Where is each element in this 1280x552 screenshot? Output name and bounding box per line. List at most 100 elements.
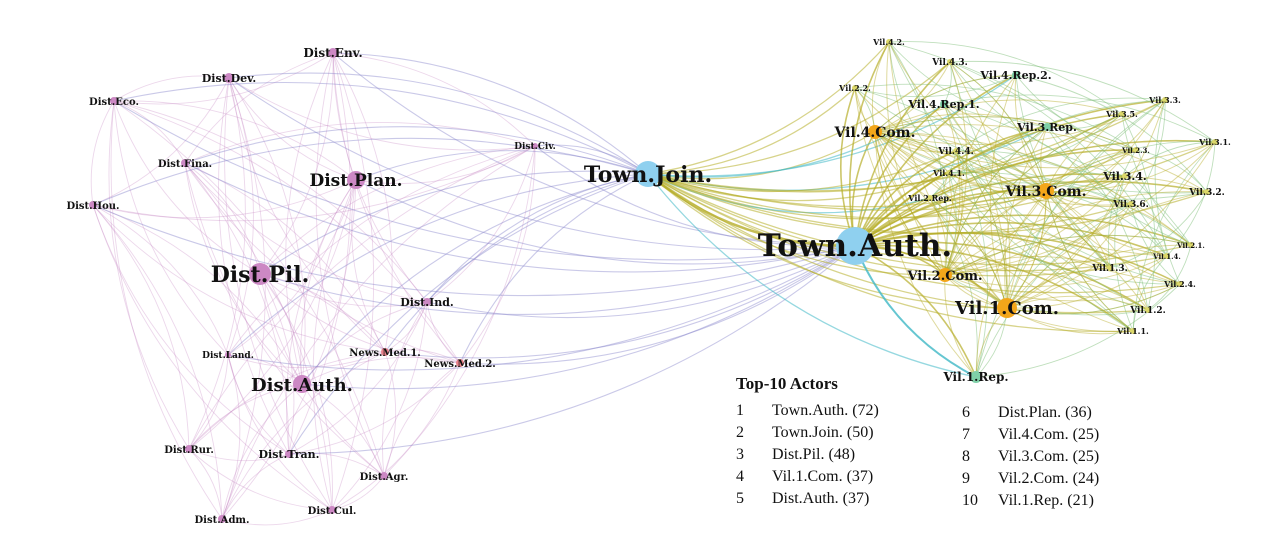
network-edge	[975, 203, 1132, 378]
node-label-dist-tran: Dist.Tran.	[259, 448, 320, 461]
network-edge	[259, 52, 334, 275]
network-node-dist-auth	[293, 375, 311, 393]
network-node-vil4-com	[868, 125, 882, 139]
network-edge	[1132, 141, 1216, 332]
network-edge	[929, 183, 1047, 199]
network-edge	[929, 150, 957, 199]
network-edge	[1006, 99, 1166, 309]
network-edge	[1046, 113, 1123, 130]
network-edge	[944, 150, 963, 276]
node-label-vil3-2: Vil.3.2.	[1188, 188, 1225, 198]
network-edge	[854, 103, 945, 247]
network-edge	[288, 301, 428, 455]
legend-rank: 7	[962, 426, 970, 443]
network-node-town-join	[635, 161, 661, 187]
network-edge	[228, 77, 386, 353]
network-edge	[459, 145, 536, 364]
network-edge	[888, 41, 1123, 115]
network-edge	[184, 162, 290, 455]
network-node-vil3-2	[1204, 189, 1210, 195]
network-edge	[944, 255, 1168, 288]
network-edge	[854, 87, 1008, 309]
network-edge	[929, 197, 1008, 309]
legend-actor: Vil.2.Com. (24)	[998, 470, 1100, 487]
network-edge	[874, 131, 950, 174]
network-edge	[647, 173, 1192, 266]
node-label-vil4-2: Vil.4.2.	[872, 37, 905, 47]
network-edge	[285, 52, 334, 385]
network-edge	[888, 41, 1149, 311]
network-edge	[259, 245, 856, 316]
network-edge	[351, 179, 386, 353]
network-edge	[92, 145, 536, 222]
network-edge	[184, 162, 303, 385]
network-edge	[944, 190, 1047, 276]
network-edge	[259, 273, 386, 353]
legend-rank: 3	[736, 446, 744, 463]
network-edge	[227, 173, 649, 356]
network-edge	[188, 354, 229, 450]
network-edge	[943, 103, 1008, 309]
network-edge	[948, 172, 1047, 194]
network-node-vil2-2	[852, 85, 858, 91]
network-node-vil2-3	[1133, 147, 1139, 153]
network-edge	[1006, 113, 1123, 309]
network-edge	[874, 131, 1008, 309]
network-edge	[1006, 190, 1047, 309]
network-edge	[948, 171, 1192, 246]
network-node-dist-plan	[347, 171, 365, 189]
network-node-vil1-2	[1145, 307, 1151, 313]
network-edge	[113, 100, 186, 164]
network-edge	[227, 179, 357, 356]
network-edge	[1045, 190, 1192, 246]
node-label-dist-rur: Dist.Rur.	[164, 445, 214, 456]
network-edge	[383, 145, 536, 477]
network-edge	[943, 103, 1134, 332]
node-label-vil1-4: Vil.1.4.	[1152, 252, 1181, 261]
network-edge	[1130, 203, 1181, 285]
network-edge	[188, 448, 223, 520]
network-edge	[92, 204, 386, 353]
network-edge	[221, 383, 303, 520]
network-edge	[259, 273, 303, 385]
network-node-dist-ind	[423, 298, 431, 306]
network-edge	[113, 100, 428, 303]
network-edge	[647, 173, 1181, 294]
node-label-vil3-6: Vil.3.6.	[1112, 200, 1149, 210]
network-node-vil2-rep	[927, 195, 933, 201]
network-edge	[184, 122, 536, 164]
network-edge	[888, 41, 1047, 192]
legend-rank: 6	[962, 404, 970, 421]
network-edge	[854, 244, 1134, 332]
network-edge	[227, 77, 254, 356]
network-edge	[188, 179, 357, 450]
node-label-vil1-3: Vil.1.3.	[1091, 264, 1128, 274]
legend-actor: Dist.Auth. (37)	[772, 490, 870, 507]
network-edge	[1166, 141, 1216, 257]
network-edge	[459, 173, 649, 364]
network-edge	[1107, 149, 1137, 269]
network-node-vil1-rep	[970, 371, 982, 383]
network-node-dist-rur	[185, 445, 193, 453]
network-edge	[92, 204, 190, 450]
node-label-dist-adm: Dist.Adm.	[194, 515, 249, 526]
network-node-vil4-2	[886, 39, 892, 45]
node-label-vil4-3: Vil.4.3.	[931, 58, 968, 68]
network-edge	[113, 100, 357, 181]
network-edge	[534, 144, 649, 175]
node-label-vil1-com: Vil.1.Com.	[954, 298, 1059, 319]
network-edge	[221, 354, 241, 520]
network-edge	[854, 83, 1137, 151]
network-edge	[1121, 113, 1192, 246]
network-edge	[874, 131, 957, 153]
network-edge	[949, 61, 1134, 332]
network-edge	[90, 100, 115, 206]
network-edge	[1006, 141, 1216, 309]
network-edge	[874, 113, 1048, 133]
network-edge	[944, 274, 1149, 316]
network-edge	[854, 245, 1008, 309]
